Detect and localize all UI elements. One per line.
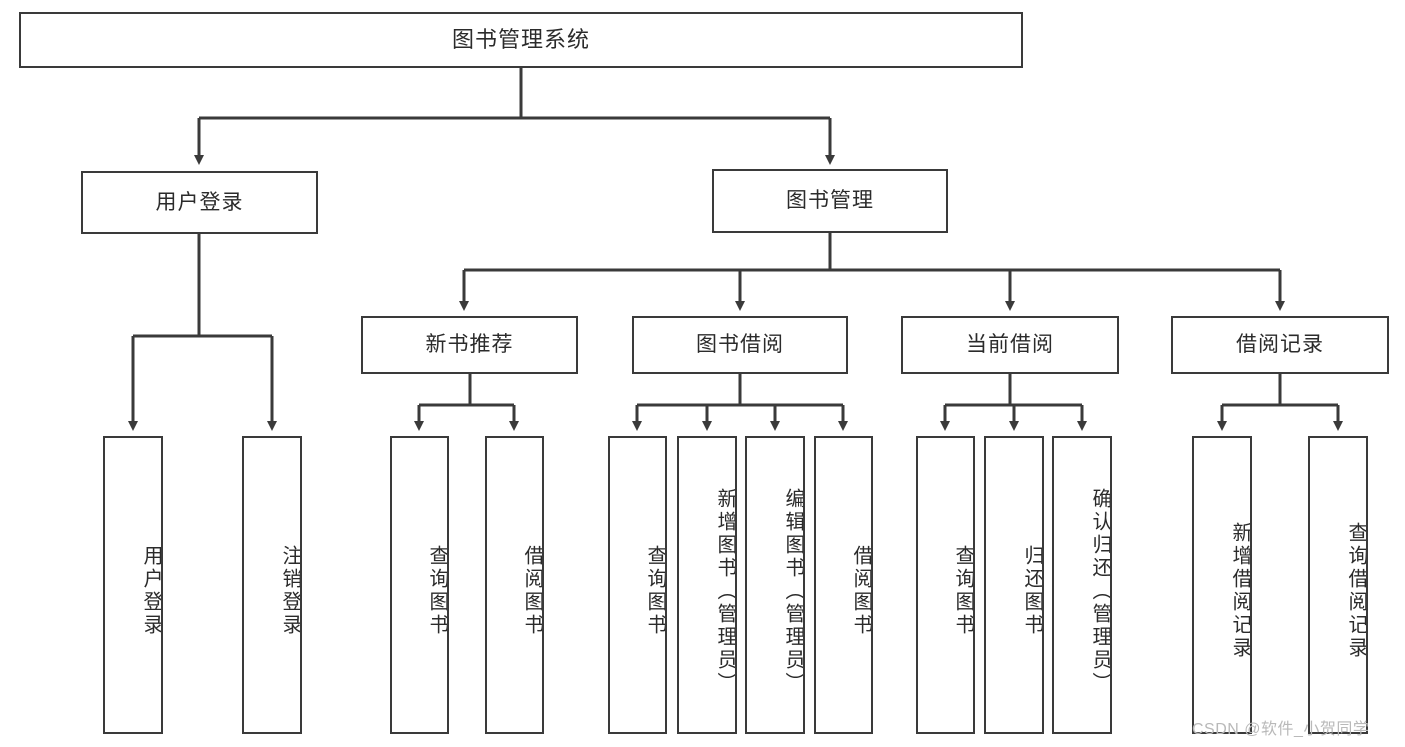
leaf-borrow-edit-book-admin[interactable]: 编辑图书（管理员） [745, 436, 805, 734]
leaf-current-return-book[interactable]: 归还图书 [984, 436, 1044, 734]
csdn-watermark: CSDN @软件_小贺同学 [1192, 721, 1370, 738]
node-book-borrow[interactable]: 图书借阅 [632, 316, 848, 374]
leaf-borrow-borrow-book[interactable]: 借阅图书 [814, 436, 873, 734]
leaf-borrow-add-book-admin[interactable]: 新增图书（管理员） [677, 436, 737, 734]
leaf-record-query-borrow-record[interactable]: 查询借阅记录 [1308, 436, 1368, 734]
leaf-current-confirm-return-admin[interactable]: 确认归还（管理员） [1052, 436, 1112, 734]
leaf-current-query-book[interactable]: 查询图书 [916, 436, 975, 734]
node-current-borrow[interactable]: 当前借阅 [901, 316, 1119, 374]
leaf-recommend-borrow-book[interactable]: 借阅图书 [485, 436, 544, 734]
node-book-management[interactable]: 图书管理 [712, 169, 948, 233]
leaf-borrow-query-book[interactable]: 查询图书 [608, 436, 667, 734]
leaf-recommend-query-book[interactable]: 查询图书 [390, 436, 449, 734]
node-borrow-record[interactable]: 借阅记录 [1171, 316, 1389, 374]
leaf-user-login[interactable]: 用户登录 [103, 436, 163, 734]
leaf-user-logout[interactable]: 注销登录 [242, 436, 302, 734]
node-root-system[interactable]: 图书管理系统 [19, 12, 1023, 68]
leaf-record-add-borrow-record[interactable]: 新增借阅记录 [1192, 436, 1252, 734]
node-new-book-recommend[interactable]: 新书推荐 [361, 316, 578, 374]
node-user-login[interactable]: 用户登录 [81, 171, 318, 234]
